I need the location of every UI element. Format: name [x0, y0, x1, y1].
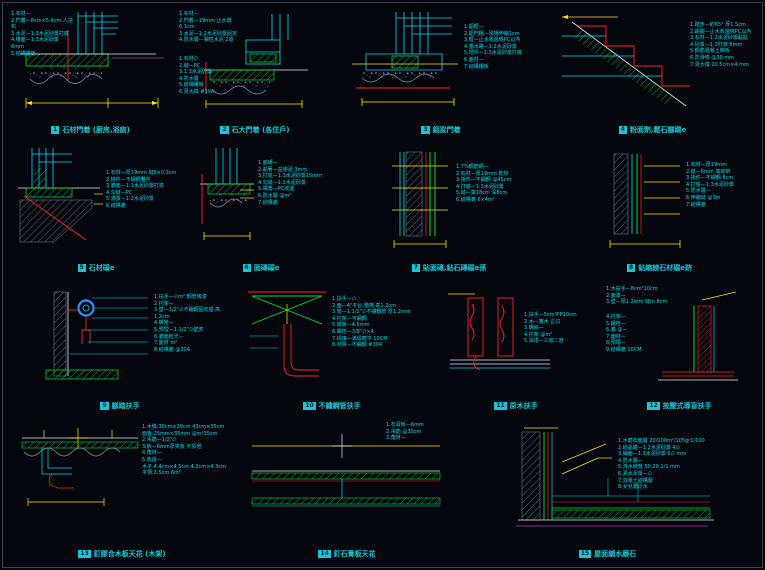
detail-drawing-stone-joint-section	[609, 153, 681, 248]
panel-caption: 6 面磚礑e	[188, 263, 334, 273]
notes-text: 1.石材—厚19mm 縫6×0.3cm 2.掛件—不鏽鋼繫件 3.牆面—1:3水…	[106, 170, 177, 209]
panel-caption: 14 釘石膏板天花	[238, 549, 456, 559]
detail-panel-9: 1.扶手—∅m² 鋼管烤漆 2.托架— 3.壁—1/2"∅不鏽鋼固定座 高1.2…	[8, 284, 232, 414]
panel-number-badge: 5	[77, 264, 86, 272]
panel-caption: 11 原木扶手	[432, 401, 600, 411]
panel-caption: 13 釘膠合木板天花 (木架)	[8, 549, 236, 559]
detail-panel-1: 1.石材— 2.門着—8cm×5.4cm 人造石 3.水泥—1:3水泥砂漿打底 …	[8, 8, 173, 138]
panel-caption: 1 石材門着 (廚房,浴廁)	[8, 125, 173, 135]
detail-drawing-wood-handrail	[448, 293, 550, 371]
panel-title: 面磚礑e	[253, 264, 280, 272]
panel-title: 按壓式導盲扶手	[662, 402, 712, 410]
detail-drawing-stone-door-sill	[204, 14, 308, 108]
detail-panel-3: 1.鋁框— 2.鋁門楣—現場伸縮1cm 3.框—止水收邊條PC以內 4.塞水路—…	[338, 8, 544, 138]
panel-number-badge: 14	[318, 550, 331, 558]
panel-title: 釘膠合木板天花 (木架)	[93, 550, 166, 558]
panel-title: 腳踏扶手	[111, 402, 140, 410]
detail-drawing-handrail-wall	[45, 291, 148, 380]
panel-number-badge: 9	[100, 402, 109, 410]
detail-panel-15: 1.水磨石面層 20/100m²/105gr1/100 2.結晶蠟—1:2水泥砂…	[458, 418, 757, 562]
notes-text: 1.石材— 2.門着—19mm 止水墩 6.3cm 3.水泥—1:2水泥砂漿固定…	[179, 11, 237, 44]
panel-title: 鉆縮鎊石材礑e跻	[638, 264, 692, 272]
panel-caption: 2 石大門着 (各住戶)	[176, 125, 334, 135]
panel-number-badge: 10	[303, 402, 316, 410]
notes-text-secondary: 1.石材∅ 2.縫—PC 3.1:3水泥砂漿 4.防水層 5.結構樓板 6.見大…	[179, 56, 215, 95]
detail-drawing-wall-tile-section	[392, 151, 448, 248]
detail-drawing-recessed-handrail	[658, 291, 738, 381]
detail-panel-14: 1.石膏板—6mm 2.吊筋 @30cm 3.角材— 14 釘石膏板天花	[238, 418, 456, 562]
panel-title: 屋面鋪水磨石	[594, 550, 637, 558]
detail-drawing-roof-terrazzo	[516, 427, 714, 527]
detail-panel-12: 1.木扶手—8cm²10cm 2.面漆— 3.壁—厚1.2mm 縫m 8cm 4…	[602, 284, 757, 414]
panel-caption: 15 屋面鋪水磨石	[458, 549, 757, 559]
detail-panel-2: 1.石材— 2.門着—19mm 止水墩 6.3cm 3.水泥—1:2水泥砂漿固定…	[176, 8, 334, 138]
panel-caption: 8 鉆縮鎊石材礑e跻	[562, 263, 757, 273]
detail-drawing-aluminum-sill	[352, 12, 458, 106]
panel-title: 石大門着 (各住戶)	[231, 126, 290, 134]
panel-caption: 4 粉面劑,鬆石腳踢e	[548, 125, 757, 135]
panel-number-badge: 6	[242, 264, 251, 272]
panel-number-badge: 13	[78, 550, 91, 558]
notes-text: 1.石膏板—6mm 2.吊筋 @30cm 3.角材—	[386, 422, 424, 442]
notes-text: 1.踏步—約65° 厚1.5cm 2.踢腳—止水收邊條PC以內 3.石材—1:2…	[690, 22, 752, 68]
panel-caption: 12 按壓式導盲扶手	[602, 401, 757, 411]
notes-text: 1.面磚— 2.黏著—益膠泥 3mm 3.打底—1:3水泥砂漿15mm 4.勾縫…	[258, 160, 322, 206]
detail-panel-4: 1.踏步—約65° 厚1.5cm 2.踢腳—止水收邊條PC以內 3.石材—1:2…	[548, 8, 757, 138]
notes-text: 1.木扶手—8cm²10cm 2.面漆— 3.壁—厚1.2mm 縫m 8cm	[606, 286, 668, 306]
detail-drawing-stone-base	[18, 148, 103, 243]
detail-drawing-stone-sill	[20, 12, 164, 108]
detail-drawing-tile-base	[200, 148, 254, 240]
detail-drawing-stair-finish	[562, 15, 690, 107]
notes-text: 1.水磨石面層 20/100m²/105gr1/100 2.結晶蠟—1:2水泥砂…	[618, 438, 705, 491]
panel-number-badge: 7	[411, 264, 420, 272]
panel-title: 粉面劑,鬆石腳踢e	[629, 126, 687, 134]
panel-number-badge: 2	[220, 126, 229, 134]
detail-panel-7: 1.7%鋼筋網— 2.石材—厚19mm 乾掛 3.掛件—不鏽鋼 @45cm 4.…	[338, 144, 560, 276]
panel-title: 石材礑e	[88, 264, 115, 272]
detail-drawing-plywood-ceiling	[21, 428, 139, 506]
notes-text-secondary: 4.托架— 5.螺栓— 6.牆 @— 7.面材— 8.預埋— 9.結構牆 10C…	[606, 314, 642, 353]
detail-panel-10: 1.扶手—∅ 2.面—4"平台,階梯 高1.2cm 3.管—1:1/2"∅不鏽鋼…	[234, 284, 430, 414]
panel-number-badge: 8	[627, 264, 636, 272]
panel-caption: 3 鋁梁門着	[338, 125, 544, 135]
detail-panel-13: 1.木條:30cm×30cm 43cm×35cm 面板:25mm×35mm @m…	[8, 418, 236, 562]
panel-title: 石材門着 (廚房,浴廁)	[62, 126, 130, 134]
panel-caption: 9 腳踏扶手	[8, 401, 232, 411]
panel-number-badge: 1	[51, 126, 60, 134]
detail-panel-6: 1.面磚— 2.黏著—益膠泥 3mm 3.打底—1:3水泥砂漿15mm 4.勾縫…	[188, 144, 334, 276]
notes-text: 1.石材— 2.門着—8cm×5.4cm 人造石 3.水泥—1:3水泥砂漿打底 …	[11, 11, 73, 57]
panel-number-badge: 3	[421, 126, 430, 134]
detail-panel-8: 1.石材—厚19mm 2.縫—6mm 填縫劑 3.掛件—不鏽鋼 8cm 4.打底…	[562, 144, 757, 276]
panel-number-badge: 15	[578, 550, 592, 558]
panel-number-badge: 12	[647, 402, 660, 410]
panel-caption: 5 石材礑e	[8, 263, 184, 273]
detail-drawing-gypsum-ceiling	[251, 434, 441, 507]
panel-number-badge: 4	[618, 126, 627, 134]
notes-text: 1.石材—厚19mm 2.縫—6mm 填縫劑 3.掛件—不鏽鋼 8cm 4.打底…	[686, 162, 734, 208]
detail-panel-5: 1.石材—厚19mm 縫6×0.3cm 2.掛件—不鏽鋼繫件 3.牆面—1:3水…	[8, 144, 184, 276]
panel-title: 原木扶手	[509, 402, 538, 410]
notes-text: 1.鋁框— 2.鋁門楣—現場伸縮1cm 3.框—止水收邊條PC以內 4.塞水路—…	[464, 24, 522, 70]
panel-title: 釘石膏板天花	[333, 550, 376, 558]
detail-panel-11: 1.扶手—5cm平P10cm 2.木—實木 企口 3.螺絲— 4.托架 @m² …	[432, 284, 600, 414]
notes-text: 1.扶手—∅ 2.面—4"平台,階梯 高1.2cm 3.管—1:1/2"∅不鏽鋼…	[332, 296, 411, 349]
notes-text: 1.扶手—5cm平P10cm 2.木—實木 企口 3.螺絲— 4.托架 @m² …	[524, 312, 577, 345]
panel-title: 鋁梁門着	[432, 126, 461, 134]
panel-caption: 10 不鏽鋼管扶手	[234, 401, 430, 411]
notes-text: 1.扶手—∅m² 鋼管烤漆 2.托架— 3.壁—1/2"∅不鏽鋼固定座 高1.2…	[154, 294, 221, 353]
panel-title: 貼面磚,鉆石磚礑e孫	[422, 264, 487, 272]
detail-drawing-steel-pipe-handrail	[248, 291, 326, 377]
notes-text: 1.7%鋼筋網— 2.石材—厚19mm 乾掛 3.掛件—不鏽鋼 @45cm 4.…	[456, 164, 512, 203]
panel-title: 不鏽鋼管扶手	[318, 402, 361, 410]
panel-caption: 7 貼面磚,鉆石磚礑e孫	[338, 263, 560, 273]
panel-number-badge: 11	[494, 402, 507, 410]
notes-text: 1.木條:30cm×30cm 43cm×35cm 面板:25mm×35mm @m…	[142, 424, 226, 477]
